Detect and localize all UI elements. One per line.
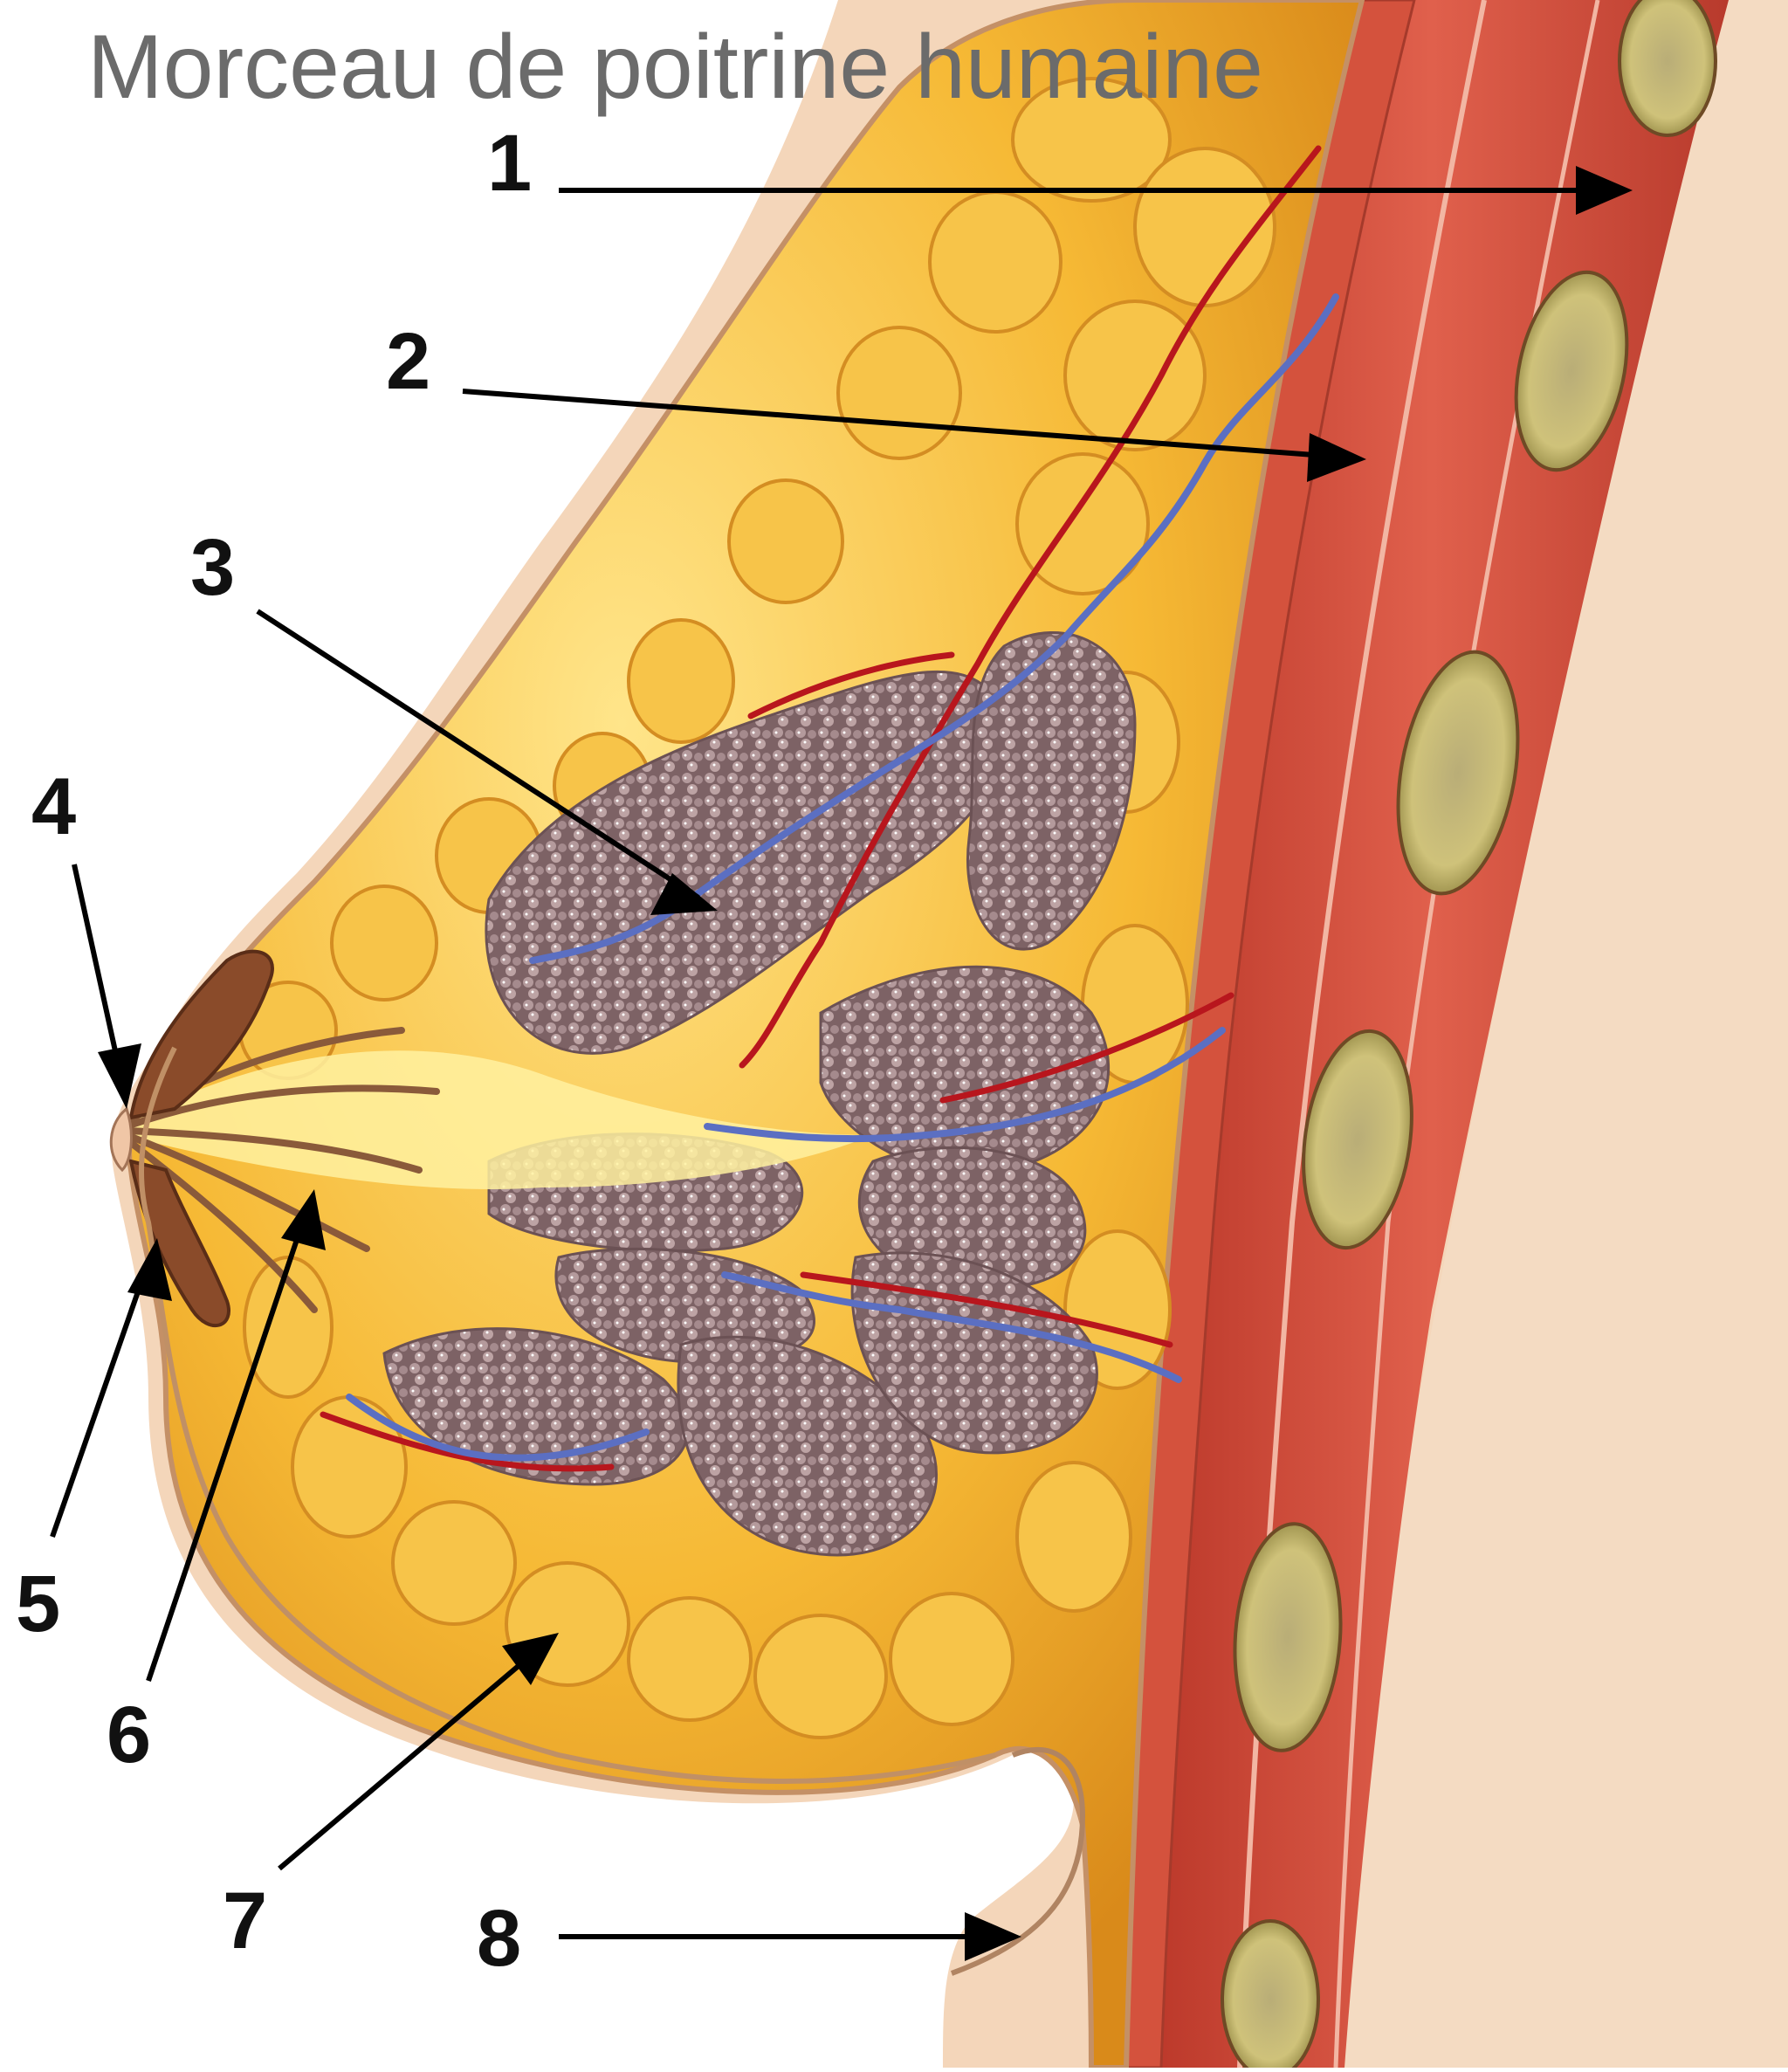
label-arrows (50, 188, 1606, 1939)
breast-underside-edge (138, 1046, 996, 1784)
arrow-2 (462, 389, 1350, 460)
diagram-title: Morceau de poitrine humaine (87, 17, 1264, 118)
rib-6 (1221, 1919, 1320, 2072)
areola-upper (128, 949, 274, 1120)
ductal-region (122, 1050, 873, 1189)
label-2: 2 (386, 317, 431, 406)
nipple (109, 1106, 133, 1173)
rib-3 (1396, 650, 1520, 896)
lactiferous-ducts (123, 1027, 440, 1313)
muscle-fascia-line (1237, 0, 1487, 2069)
arrow-5 (50, 1261, 151, 1538)
label-8: 8 (477, 1894, 522, 1983)
label-4: 4 (31, 762, 77, 851)
inframammary-fold (950, 1746, 1086, 1976)
rib-5 (1233, 1522, 1343, 1752)
arrow-6 (146, 1213, 308, 1682)
rib-1 (1618, 0, 1717, 137)
rib-2 (1514, 270, 1629, 472)
arrow-4 (72, 864, 125, 1084)
label-5: 5 (16, 1559, 61, 1649)
label-6: 6 (107, 1690, 152, 1779)
label-3: 3 (190, 523, 236, 612)
rib-4 (1302, 1029, 1413, 1250)
label-1: 1 (487, 119, 533, 208)
arrow-7 (278, 1648, 539, 1871)
back-skin (1310, 0, 1788, 2068)
arteries (320, 145, 1322, 1472)
arrow-heads (98, 166, 1633, 1961)
label-7: 7 (223, 1876, 268, 1965)
arrow-3 (256, 609, 700, 900)
